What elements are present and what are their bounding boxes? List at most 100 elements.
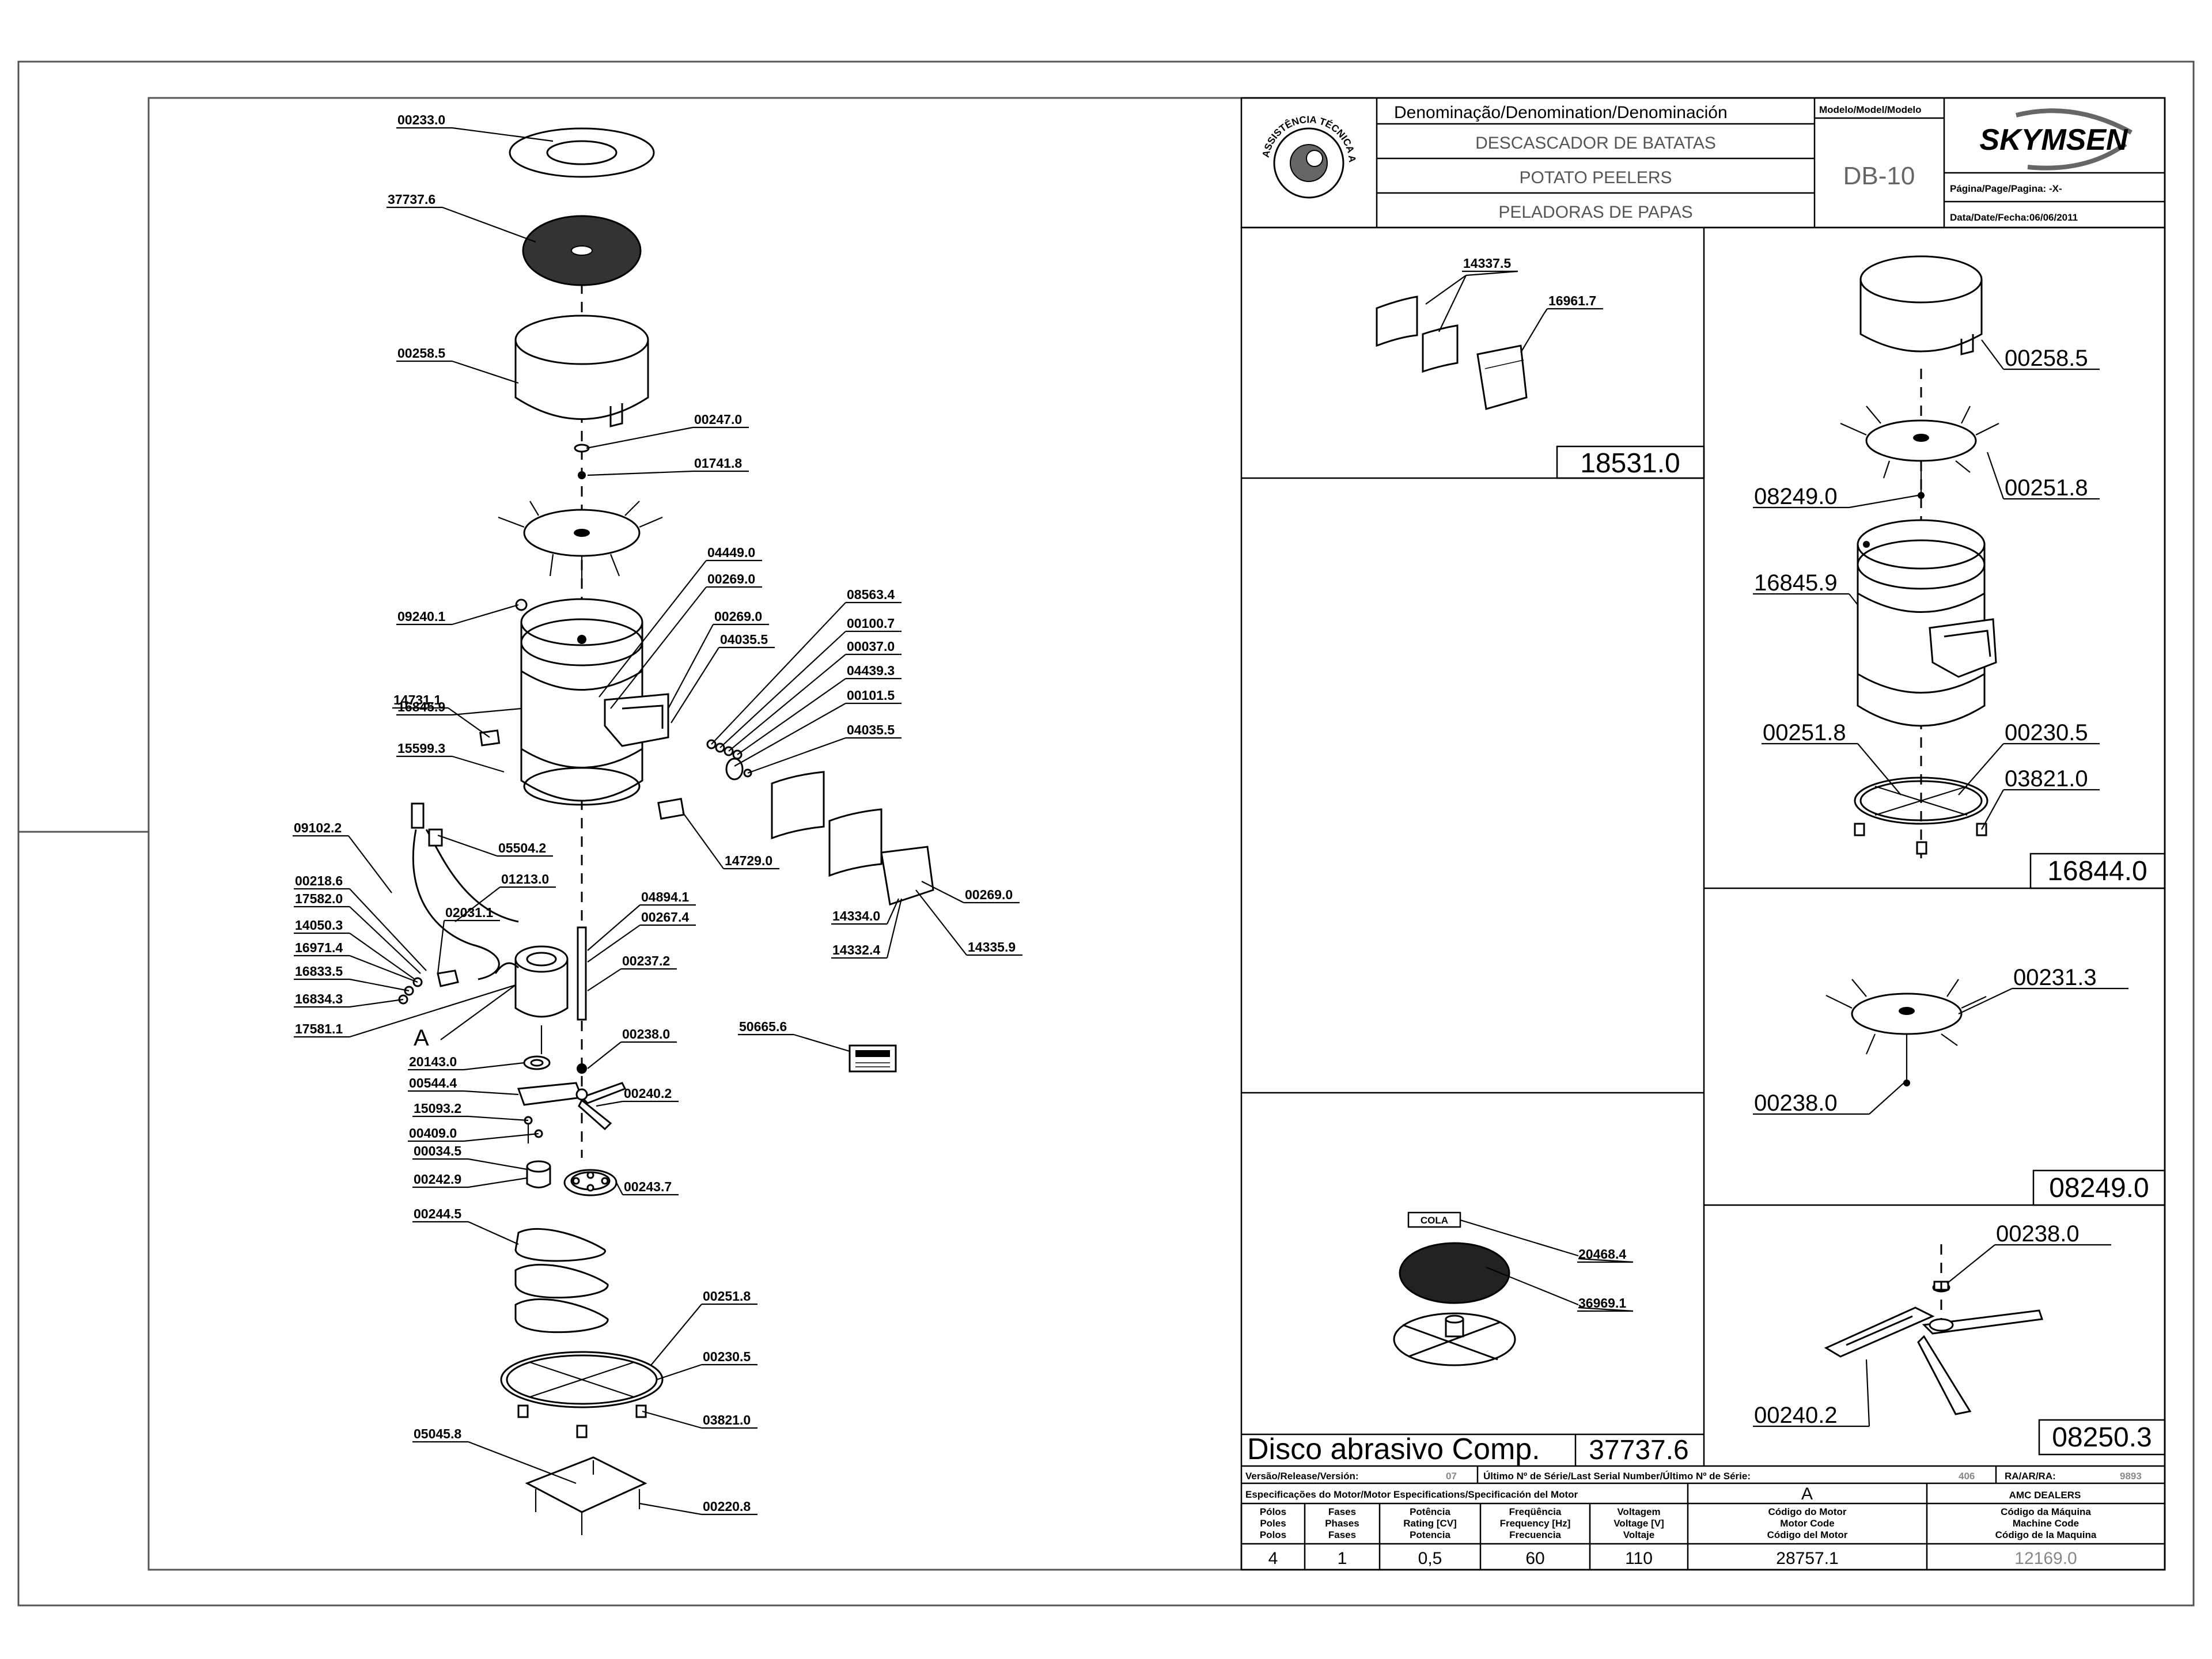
part-label-00220.8: 00220.8	[703, 1499, 751, 1514]
serial-label: Último Nº de Série/Last Serial Number/Úl…	[1483, 1471, 1751, 1482]
part-label-00243.7: 00243.7	[624, 1179, 672, 1194]
part-label-01741.8: 01741.8	[694, 456, 742, 471]
assembly-number: 37737.6	[1589, 1435, 1689, 1465]
detail-panels-grid	[1240, 226, 2166, 1571]
part-label-00409.0: 00409.0	[409, 1126, 457, 1141]
motor-col-label: Frecuencia	[1509, 1529, 1561, 1540]
panel-disco-abrasivo: COLA Disco abrasivo Comp. 37737.6	[1241, 1211, 1704, 1466]
part-label-00269.0: 00269.0	[714, 609, 762, 624]
motor-spec-header: Especificações do Motor/Motor Especifica…	[1245, 1489, 1578, 1500]
part-label-05504.2: 05504.2	[498, 840, 546, 855]
part-label-00238.0: 00238.0	[1996, 1221, 2080, 1247]
motor-col-label: Phases	[1325, 1518, 1359, 1529]
part-label-14332.4: 14332.4	[832, 942, 880, 957]
motor-col-value: 12169.0	[2014, 1549, 2077, 1568]
motor-col-label: Voltaje	[1623, 1529, 1654, 1540]
part-label-09240.1: 09240.1	[397, 609, 445, 624]
assembly-number: 16844.0	[2047, 856, 2147, 887]
part-label-04035.5: 04035.5	[720, 632, 768, 647]
part-label-14731.1: 14731.1	[393, 692, 441, 707]
name-spanish: PELADORAS DE PAPAS	[1498, 203, 1692, 222]
motor-col-value: 0,5	[1418, 1549, 1442, 1568]
part-label-00218.6: 00218.6	[295, 873, 343, 888]
part-label-04035.5: 04035.5	[847, 722, 895, 737]
panel-title: Disco abrasivo Comp.	[1247, 1433, 1540, 1466]
motor-col-value: 4	[1268, 1549, 1278, 1568]
part-label-04449.0: 04449.0	[707, 545, 755, 560]
motor-col-label: Frequency [Hz]	[1500, 1518, 1571, 1529]
part-label-16971.4: 16971.4	[295, 940, 343, 955]
part-label-14337.5: 14337.5	[1463, 256, 1511, 271]
motor-col-value: 28757.1	[1776, 1549, 1838, 1568]
motor-col-label: Fases	[1328, 1506, 1356, 1517]
part-label-00230.5: 00230.5	[2005, 720, 2088, 745]
motor-col-label: Motor Code	[1780, 1518, 1834, 1529]
motor-col-label: Código del Motor	[1767, 1529, 1848, 1540]
motor-col-label: Código do Motor	[1768, 1506, 1847, 1517]
motor-col-label: Código da Máquina	[2001, 1506, 2091, 1517]
part-label-03821.0: 03821.0	[703, 1412, 751, 1427]
ra-value: 9893	[2120, 1471, 2142, 1482]
part-label-50665.6: 50665.6	[739, 1019, 787, 1034]
panel-18531: 18531.0	[1376, 275, 1705, 479]
version-label: Versão/Release/Versión:	[1245, 1471, 1359, 1482]
assembly-number: 08250.3	[2052, 1422, 2152, 1453]
part-label-00100.7: 00100.7	[847, 616, 895, 631]
part-label-16845.9: 16845.9	[397, 699, 445, 714]
washer-20143	[523, 1055, 551, 1070]
ra-label: RA/AR/RA:	[2005, 1471, 2056, 1482]
motor-col-label: Rating [CV]	[1403, 1518, 1457, 1529]
part-label-03821.0: 03821.0	[2005, 766, 2088, 791]
nut-01741	[578, 471, 586, 479]
part-label-16834.3: 16834.3	[295, 991, 343, 1006]
svg-text:ASSISTÊNCIA TÉCNICA AUTORIZADA: ASSISTÊNCIA TÉCNICA AUTORIZADA	[0, 0, 1358, 163]
part-label-00544.4: 00544.4	[409, 1075, 457, 1090]
shaft-part	[577, 926, 587, 1074]
part-label-00258.5: 00258.5	[397, 346, 445, 361]
part-label-14729.0: 14729.0	[725, 853, 772, 868]
base-ring-part	[500, 1351, 664, 1438]
part-label-00247.0: 00247.0	[694, 412, 742, 427]
motor-col-label: Potencia	[1410, 1529, 1450, 1540]
inspection-plates	[657, 771, 934, 906]
belt-part	[514, 1228, 609, 1334]
motor-col-label: Potência	[1410, 1506, 1450, 1517]
part-label-17581.1: 17581.1	[295, 1021, 343, 1036]
part-label-04894.1: 04894.1	[641, 889, 689, 904]
part-label-00037.0: 00037.0	[847, 639, 895, 654]
denomination-header: Denominação/Denomination/Denominación	[1394, 103, 1728, 122]
blade-plate-part	[498, 501, 663, 579]
assembly-number: 08249.0	[2049, 1173, 2149, 1203]
part-label-09102.2: 09102.2	[294, 820, 342, 835]
part-label-00240.2: 00240.2	[624, 1086, 672, 1101]
outer-frame	[17, 60, 2195, 1607]
splash-ring-part	[514, 315, 649, 427]
part-label-08563.4: 08563.4	[847, 587, 895, 602]
motor-pulley-part	[526, 1160, 551, 1188]
serial-value: 406	[1959, 1471, 1975, 1482]
version-value: 07	[1446, 1471, 1457, 1482]
panel-08250: 08250.3	[1824, 1244, 2166, 1456]
main-exploded-view: A	[398, 127, 934, 1535]
part-label-20143.0: 20143.0	[409, 1054, 457, 1069]
drum-part	[479, 598, 669, 806]
part-label-00238.0: 00238.0	[1754, 1090, 1838, 1116]
motor-col-value: 60	[1525, 1549, 1544, 1568]
part-label-00251.8: 00251.8	[703, 1289, 751, 1304]
model-value: DB-10	[1843, 162, 1915, 190]
motor-col-label: Poles	[1260, 1518, 1286, 1529]
abrasive-disc-part	[522, 215, 642, 286]
title-block: ASSISTÊNCIA TÉCNICA AUTORIZADA Denominaç…	[0, 0, 2166, 229]
part-label-00258.5: 00258.5	[2005, 346, 2088, 371]
part-label-00238.0: 00238.0	[622, 1027, 670, 1041]
motor-col-label: Voltage [V]	[1613, 1518, 1664, 1529]
warning-label-part	[849, 1044, 897, 1073]
power-cord	[398, 802, 519, 1005]
part-label-00267.4: 00267.4	[641, 910, 689, 925]
part-label-02031.1: 02031.1	[445, 905, 493, 920]
page-label: Página/Page/Pagina: -X-	[1950, 183, 2062, 194]
cola-label: COLA	[1421, 1215, 1448, 1226]
motor-spec-table: Especificações do Motor/Motor Especifica…	[1240, 1483, 2166, 1570]
part-label-16961.7: 16961.7	[1548, 293, 1596, 308]
